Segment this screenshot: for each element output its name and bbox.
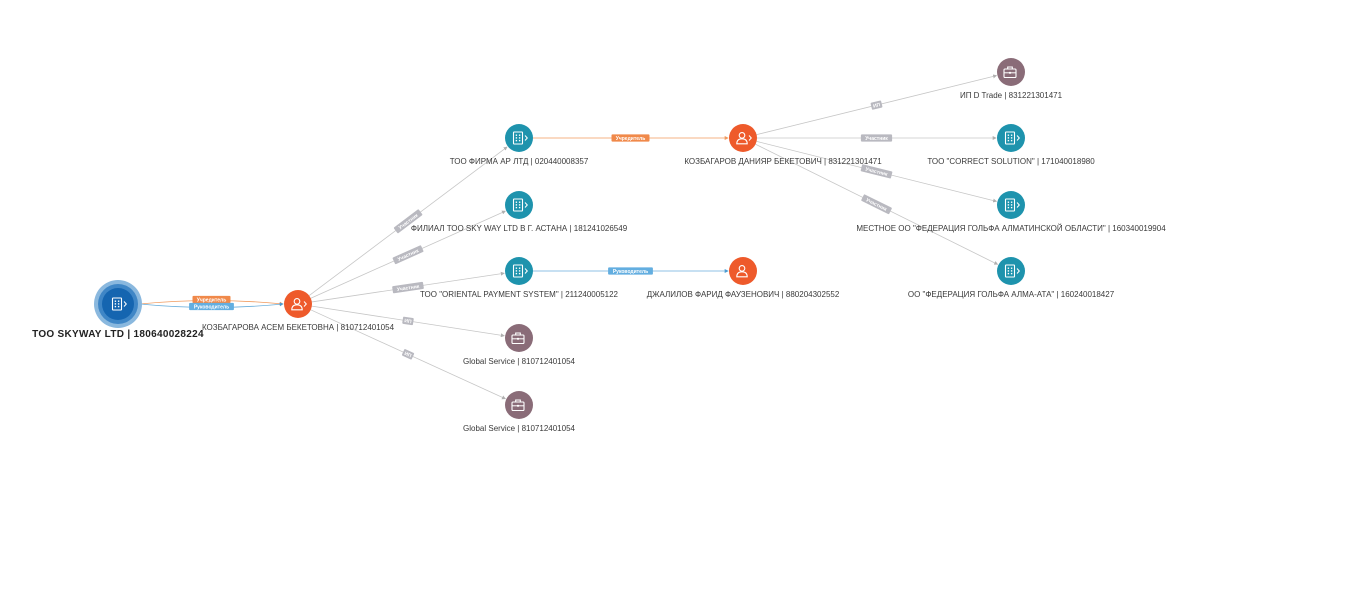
person-icon [736, 132, 748, 145]
edge-tag-bg [861, 194, 892, 215]
node-kozbagarova[interactable]: КОЗБАГАРОВА АСЕМ БЕКЕТОВНА | 81071240105… [202, 290, 395, 332]
chevron-right-icon [303, 301, 307, 307]
edge-tag-text: Участник [865, 197, 888, 213]
edge-tag-text: Учредитель [197, 297, 227, 303]
chevron-right-icon [1016, 202, 1020, 208]
edge-tag-text: Участник [396, 284, 420, 293]
node-label: ФИЛИАЛ ТОО SKY WAY LTD В Г. АСТАНА | 181… [411, 224, 628, 233]
building-icon [512, 131, 524, 145]
building-icon [111, 297, 123, 311]
edge-kozbagarova-to-global2[interactable]: ИП [310, 309, 506, 400]
node-label: Global Service | 810712401054 [463, 424, 575, 433]
node-label: КОЗБАГАРОВА АСЕМ БЕКЕТОВНА | 81071240105… [202, 323, 395, 332]
building-icon [512, 198, 524, 212]
node-label: Global Service | 810712401054 [463, 357, 575, 366]
building-icon [1004, 198, 1016, 212]
edge-tag-text: ИП [872, 102, 881, 110]
edge-tag-text: Руководитель [613, 269, 648, 275]
chevron-right-icon [123, 301, 127, 307]
chevron-right-icon [524, 268, 528, 274]
edge-tag: Учредитель [611, 134, 650, 142]
node-label: МЕСТНОЕ ОО "ФЕДЕРАЦИЯ ГОЛЬФА АЛМАТИНСКОЙ… [856, 224, 1166, 233]
edge-tag-text: Участник [397, 248, 421, 263]
edge-tag: Участник [392, 245, 424, 265]
edge-tag-bg [401, 349, 415, 360]
edge-kozbagarov-to-ip-d-trade[interactable]: ИП [756, 74, 998, 136]
node-oo-fed[interactable]: ОО "ФЕДЕРАЦИЯ ГОЛЬФА АЛМА-АТА" | 1602400… [908, 257, 1115, 299]
edge-tag: Руководитель [608, 267, 653, 275]
node-correct-solution[interactable]: ТОО "CORRECT SOLUTION" | 171040018980 [927, 124, 1095, 166]
chevron-right-icon [1016, 268, 1020, 274]
briefcase-icon [511, 332, 525, 345]
node-label: ТОО "ORIENTAL PAYMENT SYSTEM" | 21124000… [420, 290, 619, 299]
chevron-right-icon [748, 135, 752, 141]
node-kozbagarov[interactable]: КОЗБАГАРОВ ДАНИЯР БЕКЕТОВИЧ | 8312213014… [684, 124, 882, 166]
edge-tag-bg [392, 245, 424, 265]
briefcase-icon [1003, 66, 1017, 79]
node-global2[interactable]: Global Service | 810712401054 [463, 391, 576, 433]
node-label: ДЖАЛИЛОВ ФАРИД ФАУЗЕНОВИЧ | 880204302552 [647, 290, 840, 299]
node-label: ТОО ФИРМА АР ЛТД | 020440008357 [450, 157, 589, 166]
edges-layer: УчредительРуководительУчастникУчастникУч… [139, 74, 999, 400]
edge-tag-text: ИП [403, 351, 412, 360]
edge-kozbagarova-to-firma-ar[interactable]: Участник [308, 146, 508, 296]
edge-root-to-kozbagarova[interactable]: Руководитель [139, 302, 284, 311]
edge-tag-text: Руководитель [194, 304, 229, 310]
edge-kozbagarova-to-oriental[interactable]: Участник [311, 271, 505, 303]
edge-tag-text: ИП [404, 318, 412, 325]
chevron-right-icon [524, 135, 528, 141]
edge-tag-text: Участник [865, 136, 888, 142]
person-icon [291, 298, 303, 311]
edge-tag: ИП [402, 316, 414, 326]
edge-tag: ИП [870, 100, 883, 110]
edge-tag-bg [189, 302, 234, 311]
building-icon [512, 264, 524, 278]
node-global1[interactable]: Global Service | 810712401054 [463, 324, 576, 366]
node-firma-ar[interactable]: ТОО ФИРМА АР ЛТД | 020440008357 [450, 124, 589, 166]
nodes-layer: ТОО SKYWAY LTD | 180640028224КОЗБАГАРОВА… [32, 58, 1166, 433]
edge-tag-bg [870, 100, 883, 110]
edge-tag-bg [860, 134, 893, 142]
edge-tag-bg [392, 281, 424, 294]
edge-tag-text: Участник [865, 167, 889, 178]
person-icon [736, 265, 748, 278]
node-ip-d-trade[interactable]: ИП D Trade | 831221301471 [960, 58, 1063, 100]
chevron-right-icon [524, 202, 528, 208]
briefcase-icon [511, 399, 525, 412]
node-oriental[interactable]: ТОО "ORIENTAL PAYMENT SYSTEM" | 21124000… [420, 257, 619, 299]
edge-kozbagarov-to-correct-solution[interactable]: Участник [757, 134, 997, 142]
building-icon [1004, 264, 1016, 278]
building-icon [1004, 131, 1016, 145]
edge-tag-bg [192, 295, 231, 304]
edge-tag-bg [611, 134, 650, 142]
node-root[interactable]: ТОО SKYWAY LTD | 180640028224 [32, 280, 204, 340]
edge-firma-ar-to-kozbagarov[interactable]: Учредитель [533, 134, 729, 142]
node-label: ТОО SKYWAY LTD | 180640028224 [32, 329, 204, 340]
edge-tag: Участник [392, 281, 424, 294]
edge-kozbagarov-to-mestnoe-oo[interactable]: Участник [756, 141, 998, 203]
edge-tag-bg [860, 164, 893, 179]
edge-tag: Участник [860, 164, 893, 179]
edge-oriental-to-dzhalilov[interactable]: Руководитель [533, 267, 729, 275]
edge-kozbagarova-to-global1[interactable]: ИП [311, 305, 505, 338]
node-label: КОЗБАГАРОВ ДАНИЯР БЕКЕТОВИЧ | 8312213014… [684, 157, 882, 166]
node-label: ОО "ФЕДЕРАЦИЯ ГОЛЬФА АЛМА-АТА" | 1602400… [908, 290, 1115, 299]
edge-tag: Учредитель [192, 295, 231, 304]
edge-tag: Руководитель [189, 302, 234, 311]
node-label: ИП D Trade | 831221301471 [960, 91, 1063, 100]
edge-tag-text: Учредитель [616, 136, 646, 142]
edge-tag-bg [608, 267, 653, 275]
edge-tag-bg [402, 316, 414, 326]
edge-tag: ИП [401, 349, 415, 360]
node-dzhalilov[interactable]: ДЖАЛИЛОВ ФАРИД ФАУЗЕНОВИЧ | 880204302552 [647, 257, 840, 299]
node-mestnoe-oo[interactable]: МЕСТНОЕ ОО "ФЕДЕРАЦИЯ ГОЛЬФА АЛМАТИНСКОЙ… [856, 191, 1166, 233]
node-label: ТОО "CORRECT SOLUTION" | 171040018980 [927, 157, 1095, 166]
edge-tag: Участник [861, 194, 892, 215]
chevron-right-icon [1016, 135, 1020, 141]
edge-tag-bg [393, 209, 423, 234]
edge-root-to-kozbagarova[interactable]: Учредитель [139, 295, 284, 306]
node-filial[interactable]: ФИЛИАЛ ТОО SKY WAY LTD В Г. АСТАНА | 181… [411, 191, 628, 233]
edge-tag: Участник [860, 134, 893, 142]
